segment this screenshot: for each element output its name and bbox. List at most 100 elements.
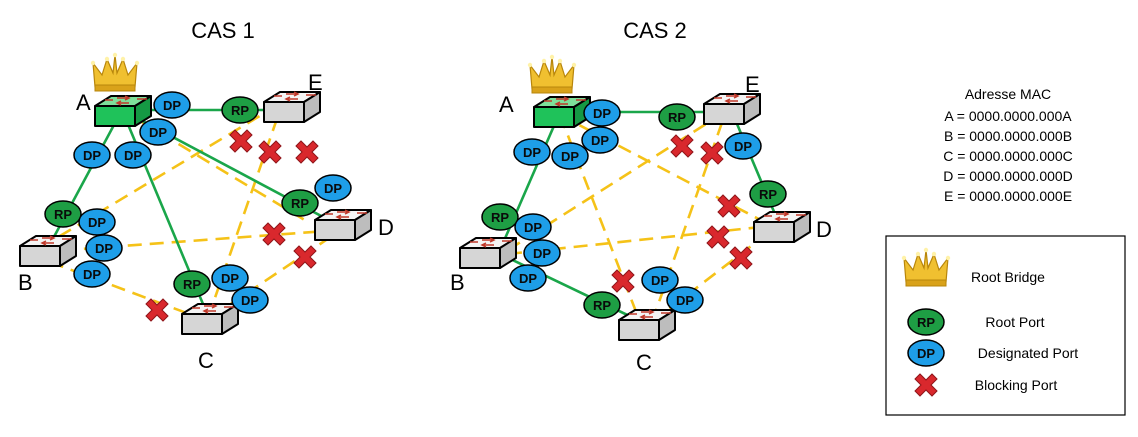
- mac-entry: E = 0000.0000.000E: [944, 188, 1072, 204]
- cas2-switch-e-label: E: [745, 72, 760, 97]
- legend-designated-port: Designated Port: [978, 345, 1079, 361]
- port-badge-dp: DP: [641, 266, 679, 294]
- svg-text:DP: DP: [593, 106, 611, 121]
- cas1-title: CAS 1: [191, 18, 255, 43]
- cas2-switch-c-label: C: [636, 350, 652, 375]
- port-badge-dp: DP: [514, 213, 552, 241]
- svg-text:DP: DP: [734, 139, 752, 154]
- crown-icon: [527, 54, 577, 94]
- port-badge-rp: RP: [173, 270, 211, 298]
- legend-root-port: Root Port: [985, 314, 1044, 330]
- crown-icon: [90, 52, 140, 92]
- svg-text:RP: RP: [668, 110, 686, 125]
- svg-text:RP: RP: [54, 207, 72, 222]
- port-badge-dp: DP: [73, 141, 111, 169]
- red-x-icon: [229, 129, 253, 153]
- cas1-switch-b: B: [18, 235, 77, 295]
- svg-text:DP: DP: [83, 267, 101, 282]
- cas1-switch-a: A: [76, 52, 152, 127]
- cas1-switch-a-label: A: [76, 90, 91, 115]
- port-badge-rp: RP: [583, 291, 621, 319]
- port-badge-dp: DP: [78, 208, 116, 236]
- svg-text:RP: RP: [759, 187, 777, 202]
- mac-address-list: Adresse MAC A = 0000.0000.000A B = 0000.…: [943, 86, 1073, 204]
- port-badge-rp: RP: [749, 180, 787, 208]
- svg-text:DP: DP: [524, 220, 542, 235]
- svg-text:DP: DP: [561, 149, 579, 164]
- svg-text:DP: DP: [519, 271, 537, 286]
- red-x-icon: [611, 269, 635, 293]
- cas1-switch-d-label: D: [378, 215, 394, 240]
- port-badge-dp: DP: [153, 91, 191, 119]
- red-x-icon: [700, 141, 724, 165]
- port-badge-dp: DP: [139, 118, 177, 146]
- port-badge-dp: DP: [85, 234, 123, 262]
- cas2-switch-b: B: [450, 237, 517, 295]
- cas1-switch-e: E: [263, 70, 323, 123]
- port-badge-dp: DP: [114, 141, 152, 169]
- legend-root-bridge: Root Bridge: [971, 269, 1045, 285]
- port-badge-rp: RP: [281, 189, 319, 217]
- cas2-diagram: CAS 2 A E D B: [450, 18, 832, 375]
- red-x-icon: [295, 140, 319, 164]
- port-badge-rp: RP: [481, 203, 519, 231]
- port-badge-rp: RP: [658, 103, 696, 131]
- svg-text:DP: DP: [88, 215, 106, 230]
- cas1-switch-d: D: [314, 209, 394, 241]
- cas2-switch-c: C: [618, 309, 676, 375]
- red-x-icon: [258, 140, 282, 164]
- port-badge-dp: DP: [666, 286, 704, 314]
- svg-text:DP: DP: [124, 148, 142, 163]
- legend-blocking-port: Blocking Port: [975, 377, 1058, 393]
- port-badge-dp: DP: [583, 99, 621, 127]
- svg-text:RP: RP: [291, 196, 309, 211]
- cas2-blocking-marks: [611, 134, 753, 293]
- cas2-switch-a-label: A: [499, 92, 514, 117]
- cas1-switch-c-label: C: [198, 348, 214, 373]
- mac-entry: D = 0000.0000.000D: [943, 168, 1073, 184]
- port-badge-rp: RP: [44, 200, 82, 228]
- cas1-switch-b-label: B: [18, 270, 33, 295]
- port-badge-dp: DP: [73, 260, 111, 288]
- cas2-switch-a: A: [499, 54, 591, 128]
- red-x-icon: [729, 246, 753, 270]
- port-badge-dp: DP: [509, 264, 547, 292]
- cas1-blocking-marks: [145, 129, 319, 322]
- cas2-switch-e: E: [703, 72, 761, 125]
- svg-text:DP: DP: [523, 145, 541, 160]
- cas2-switch-b-label: B: [450, 270, 465, 295]
- svg-text:DP: DP: [83, 148, 101, 163]
- svg-text:RP: RP: [231, 103, 249, 118]
- svg-text:DP: DP: [324, 181, 342, 196]
- svg-text:DP: DP: [533, 246, 551, 261]
- cas2-switch-d: D: [753, 211, 832, 243]
- svg-text:DP: DP: [917, 346, 935, 361]
- legend: Root Bridge RP Root Port DP Designated P…: [885, 235, 1126, 416]
- legend-dp-badge: DP: [907, 339, 945, 367]
- port-badge-dp: DP: [211, 264, 249, 292]
- mac-entry: A = 0000.0000.000A: [944, 108, 1072, 124]
- port-badge-dp: DP: [724, 132, 762, 160]
- svg-text:DP: DP: [149, 125, 167, 140]
- svg-text:RP: RP: [917, 315, 935, 330]
- svg-text:DP: DP: [651, 273, 669, 288]
- cas2-switch-d-label: D: [816, 217, 832, 242]
- svg-text:RP: RP: [183, 277, 201, 292]
- port-badge-dp: DP: [523, 239, 561, 267]
- svg-text:DP: DP: [676, 293, 694, 308]
- red-x-icon: [706, 225, 730, 249]
- svg-text:DP: DP: [221, 271, 239, 286]
- red-x-icon: [717, 194, 741, 218]
- svg-text:DP: DP: [163, 98, 181, 113]
- mac-entry: C = 0000.0000.000C: [943, 148, 1073, 164]
- cas2-port-badges: DP RP DP DP DP DP RP RP DP DP DP DP DP R…: [481, 99, 787, 319]
- svg-text:DP: DP: [241, 293, 259, 308]
- port-badge-dp: DP: [314, 174, 352, 202]
- port-badge-dp: DP: [231, 286, 269, 314]
- cas2-title: CAS 2: [623, 18, 687, 43]
- svg-text:RP: RP: [593, 298, 611, 313]
- svg-text:DP: DP: [591, 133, 609, 148]
- cas1-port-badges: DP RP DP DP DP DP RP RP DP DP DP RP DP D…: [44, 91, 352, 314]
- svg-text:DP: DP: [95, 241, 113, 256]
